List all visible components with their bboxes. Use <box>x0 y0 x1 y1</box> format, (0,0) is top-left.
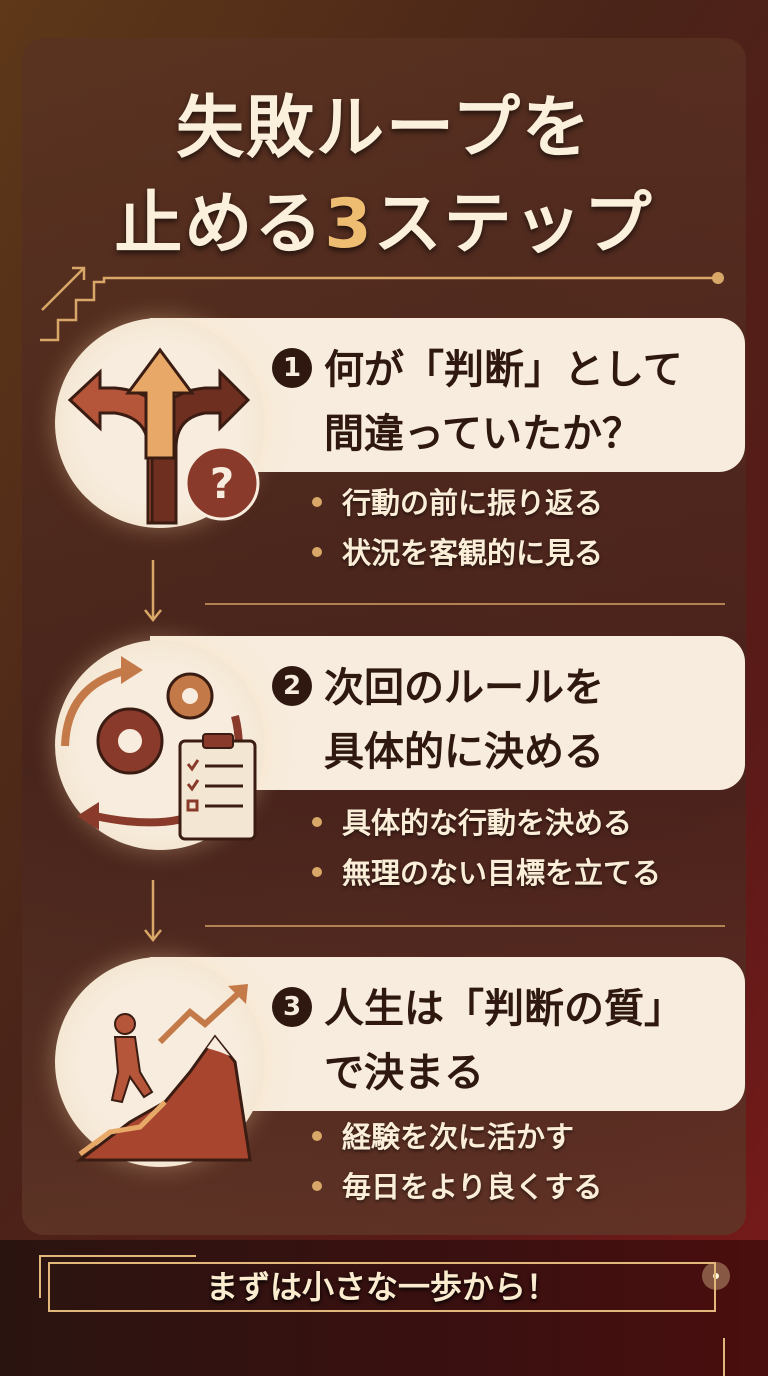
bullet-item: 行動の前に振り返る <box>312 478 603 528</box>
title-text: ステップ <box>373 185 654 264</box>
title-number: 3 <box>324 185 374 264</box>
step-title-line-1: 次回のルールを <box>324 665 604 711</box>
title-text: 止める <box>114 185 325 264</box>
bullet-item: 状況を客観的に見る <box>312 528 603 578</box>
bullet-text: 状況を客観的に見る <box>342 536 604 570</box>
step-title-line-2: 間違っていたか？ <box>324 411 642 457</box>
step-title: 1 何が「判断」として 間違っていたか？ <box>272 338 683 466</box>
bullet-dot-icon <box>312 1131 322 1141</box>
gears-cycle-checklist-icon <box>61 656 257 841</box>
bullet-item: 無理のない目標を立てる <box>312 848 661 898</box>
step-number-badge: 2 <box>272 666 312 706</box>
bullet-dot-icon <box>312 817 322 827</box>
step-number-badge: 1 <box>272 348 312 388</box>
step-bullet-list: 具体的な行動を決める 無理のない目標を立てる <box>312 798 661 898</box>
section-divider <box>205 603 725 605</box>
footer-banner: まずは小さな一歩から！ <box>48 1262 716 1312</box>
step-title: 2 次回のルールを 具体的に決める <box>272 656 604 784</box>
bullet-text: 行動の前に振り返る <box>342 486 604 520</box>
climber-mountain-trend-icon <box>75 984 252 1162</box>
section-divider <box>205 925 725 927</box>
down-arrow-icon <box>144 880 162 943</box>
step-bullet-list: 行動の前に振り返る 状況を客観的に見る <box>312 478 603 578</box>
title-line-1: 失敗ループを <box>176 89 592 168</box>
step-title-line-1: 人生は「判断の質」 <box>324 986 684 1032</box>
bullet-dot-icon <box>312 547 322 557</box>
title-line-2: 止める3ステップ <box>0 168 768 267</box>
bullet-text: 経験を次に活かす <box>342 1120 575 1154</box>
step-bullet-list: 経験を次に活かす 毎日をより良くする <box>312 1112 602 1212</box>
bullet-item: 経験を次に活かす <box>312 1112 602 1162</box>
bullet-dot-icon <box>312 867 322 877</box>
bullet-text: 具体的な行動を決める <box>342 806 633 840</box>
down-arrow-icon <box>144 560 162 623</box>
bullet-dot-icon <box>312 497 322 507</box>
bullet-item: 毎日をより良くする <box>312 1162 602 1212</box>
svg-text:?: ? <box>210 459 234 508</box>
bullet-text: 毎日をより良くする <box>342 1170 603 1204</box>
step-number-badge: 3 <box>272 987 312 1027</box>
bullet-text: 無理のない目標を立てる <box>342 856 662 890</box>
step-title-line-1: 何が「判断」として <box>324 347 683 393</box>
step-title-line-2: で決まる <box>324 1050 484 1096</box>
diverging-arrows-question-icon: ? <box>67 347 260 525</box>
step-title-line-2: 具体的に決める <box>324 729 604 775</box>
footer-frame-decoration <box>39 1255 730 1376</box>
step-title: 3 人生は「判断の質」 で決まる <box>272 977 684 1105</box>
bullet-dot-icon <box>312 1181 322 1191</box>
stairs-decoration-icon <box>40 266 724 342</box>
bullet-item: 具体的な行動を決める <box>312 798 661 848</box>
